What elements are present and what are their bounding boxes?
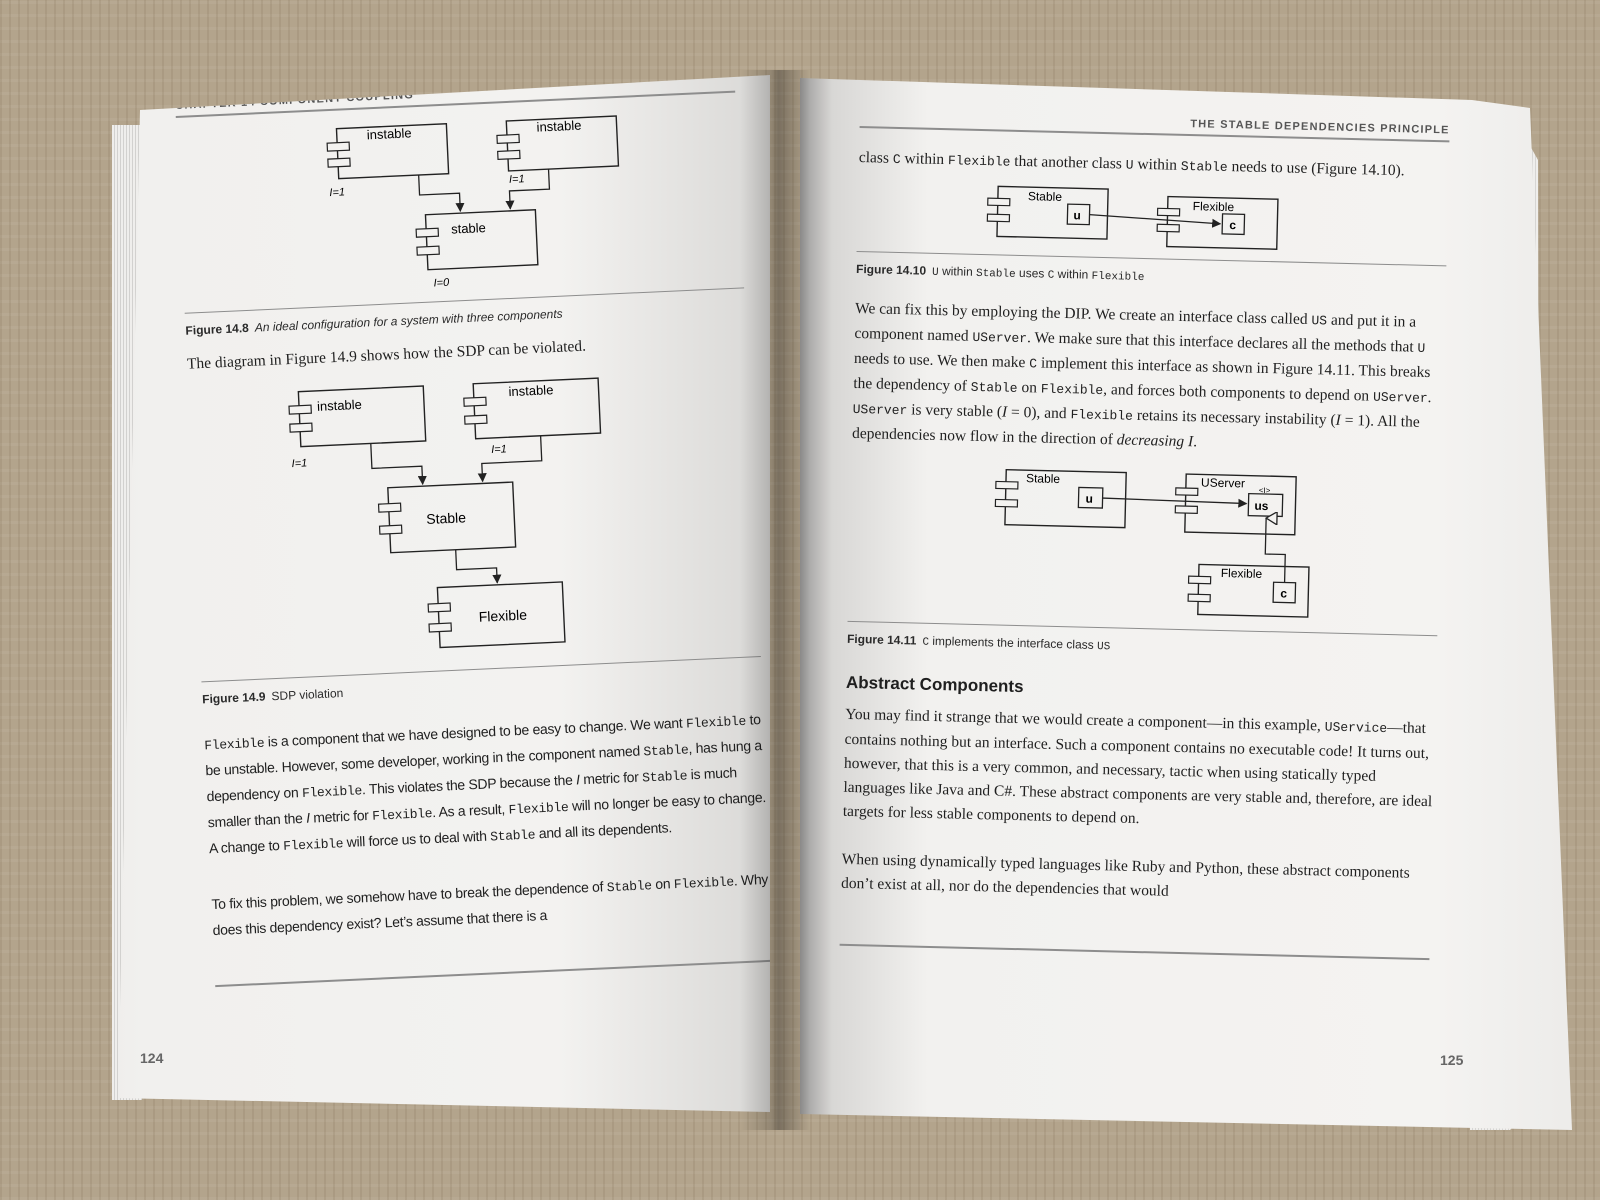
fig1411-us: us <box>1254 499 1269 513</box>
figure-14-10-diagram: Stable u Flexible c <box>986 185 1279 250</box>
fig149-instable-right: instable <box>508 382 553 399</box>
fig148-i0: I=0 <box>433 277 450 290</box>
figure-14-11-diagram: Stable u UServer <I> us Flexible c <box>994 468 1310 618</box>
fig1411-stable: Stable <box>1026 471 1061 486</box>
book-gutter <box>740 70 810 1130</box>
figure-14-9: instable I=1 instable I=1 Stable Flexibl… <box>188 351 761 681</box>
fig1410-stable: Stable <box>1028 189 1063 204</box>
figure-14-8: instable I=1 instable I=1 stable I=0 <box>176 93 744 313</box>
fig148-instable-right: instable <box>536 118 581 135</box>
fig1411-flexible: Flexible <box>1221 566 1263 581</box>
figure-14-9-diagram: instable I=1 instable I=1 Stable Flexibl… <box>288 377 602 649</box>
fig149-i1-right: I=1 <box>491 443 507 456</box>
figure-14-11: Stable u UServer <I> us Flexible c <box>848 446 1442 635</box>
fig148-instable-left: instable <box>366 125 411 142</box>
paragraph-abstract-components: You may find it strange that we would cr… <box>842 705 1433 828</box>
fig149-instable-left: instable <box>317 397 362 414</box>
fig148-stable: stable <box>451 220 486 237</box>
right-page-content: The Stable Dependencies Principle class … <box>839 110 1450 961</box>
paragraph-flexible: Flexible is a component that we have des… <box>203 711 767 857</box>
left-page: Chapter 14 Component Coupling instable I… <box>118 75 770 1112</box>
fig149-stable: Stable <box>426 509 467 527</box>
fig148-i1-left: I=1 <box>329 186 345 199</box>
fig1410-flexible: Flexible <box>1193 199 1235 214</box>
figure-14-8-diagram: instable I=1 instable I=1 stable I=0 <box>326 115 620 290</box>
fig1410-u: u <box>1073 208 1081 222</box>
section-heading-abstract-components: Abstract Components <box>845 672 1024 697</box>
page-number-right: 125 <box>1440 1052 1464 1068</box>
fig1411-userver: UServer <box>1201 475 1245 490</box>
paragraph-dip-fix: We can fix this by employing the DIP. We… <box>851 299 1432 451</box>
paragraph-fix-problem: To fix this problem, we somehow have to … <box>211 871 768 939</box>
fig1411-c: c <box>1280 586 1287 600</box>
figure-14-10: Stable u Flexible c <box>857 171 1449 265</box>
fig1411-interface-tag: <I> <box>1259 486 1271 495</box>
fig1410-c: c <box>1229 218 1236 232</box>
fig149-flexible: Flexible <box>478 607 527 625</box>
paragraph-dynamic-languages: When using dynamically typed languages l… <box>840 850 1410 900</box>
page-number-left: 124 <box>140 1050 164 1066</box>
fig1411-u: u <box>1085 492 1093 506</box>
fig149-i1-left: I=1 <box>291 457 307 470</box>
left-page-content: Chapter 14 Component Coupling instable I… <box>175 75 770 988</box>
fig148-i1-right: I=1 <box>509 173 525 186</box>
right-page: The Stable Dependencies Principle class … <box>800 78 1572 1130</box>
